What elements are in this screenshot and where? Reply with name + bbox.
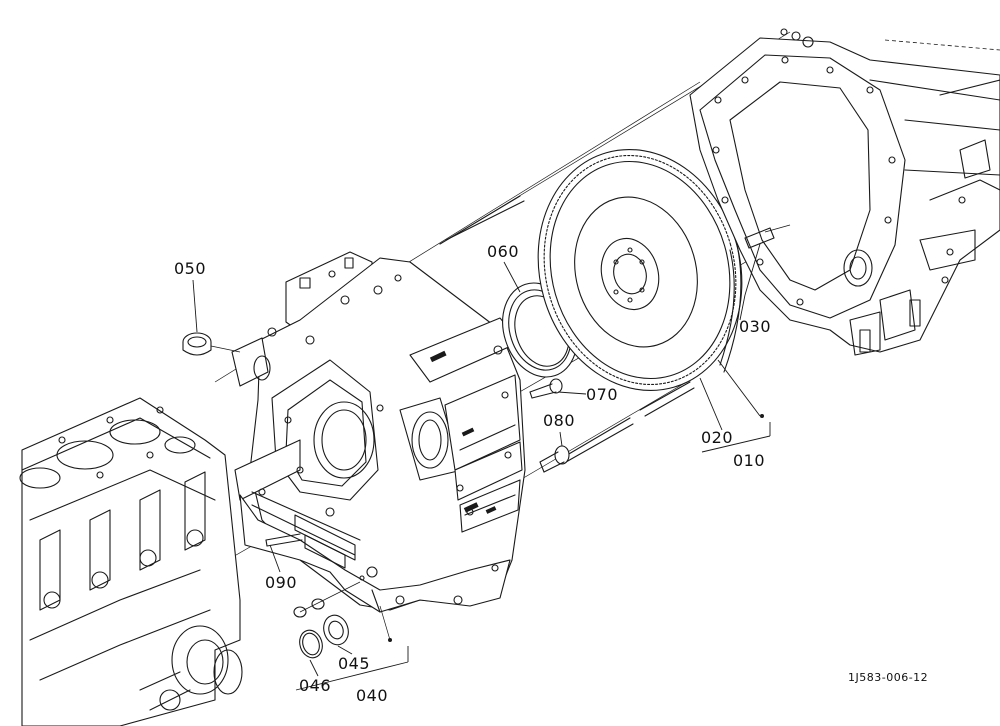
- callout-090: 090: [265, 573, 298, 592]
- drawing-code: 1J583-006-12: [848, 671, 929, 684]
- nuts: [293, 581, 361, 618]
- callout-040: 040: [356, 686, 389, 705]
- callout-020: 020: [701, 428, 734, 447]
- snap-ring-part-046: [299, 629, 323, 659]
- flywheel-housing: [231, 251, 526, 613]
- stud-part-090: [265, 533, 303, 547]
- callout-070: 070: [586, 385, 619, 404]
- leader-lines: [192, 243, 771, 691]
- seal-part-045: [323, 614, 349, 646]
- clutch-housing-part-030: [689, 28, 1000, 356]
- callout-030: 030: [739, 317, 772, 336]
- callout-046: 046: [299, 676, 332, 695]
- callout-060: 060: [487, 242, 520, 261]
- engine-block: [19, 397, 243, 726]
- callout-080: 080: [543, 411, 576, 430]
- callout-045: 045: [338, 654, 371, 673]
- bolt-part-080: [539, 445, 570, 473]
- callout-010: 010: [733, 451, 766, 470]
- flywheel-part-020: [537, 148, 743, 392]
- bolt-part-070: [529, 378, 563, 399]
- plug-part-050: [182, 332, 241, 356]
- callout-050: 050: [174, 259, 207, 278]
